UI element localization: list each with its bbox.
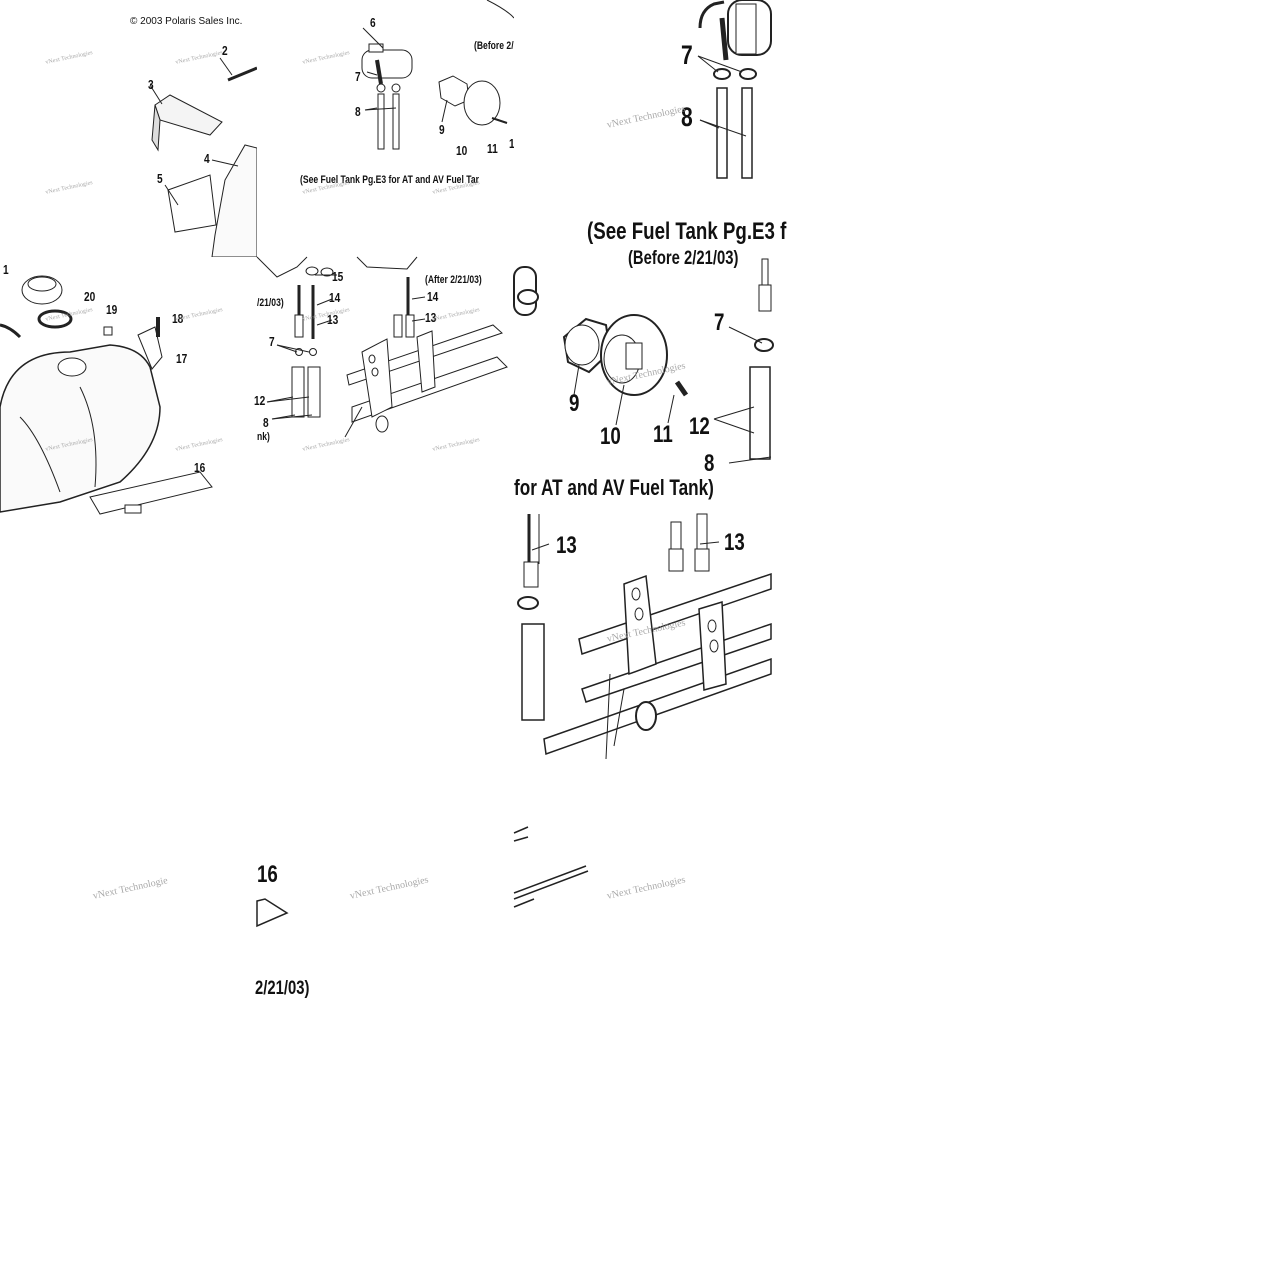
watermark: vNext Technologie [92, 875, 169, 902]
tile-fuel-lines-zoom: 7 8 (See Fuel Tank Pg.E3 f vNext Technol… [514, 0, 786, 257]
see-fuel-tank-note: (See Fuel Tank Pg.E3 for AT and AV Fuel … [300, 174, 479, 186]
callout-5: 5 [157, 171, 163, 186]
copyright-text: © 2003 Polaris Sales Inc. [130, 16, 243, 27]
tile-bottom-right: vNext Technologies [513, 771, 771, 1028]
parts-illustration-d [0, 275, 213, 515]
see-fuel-tank-note-large: (See Fuel Tank Pg.E3 f [587, 218, 787, 245]
tile-fuel-tank: 1 20 19 18 17 16 vNext Technologies vNex… [0, 257, 257, 515]
callout-14: 14 [329, 290, 341, 305]
tile-fuel-pump-top: 6 7 8 9 10 11 1 (Before 2/ (See Fuel Tan… [257, 0, 515, 257]
callout-8-large: 8 [704, 450, 715, 477]
tile-frame-fittings: 15 14 13 14 13 7 12 8 (After 2/21/03) /2… [254, 256, 514, 514]
parts-illustration-a [149, 57, 258, 258]
parts-illustration-c [697, 0, 772, 179]
before-tail-note: /21/03) [257, 297, 284, 309]
callout-8: 8 [355, 104, 361, 119]
tile-bottom-left: vNext Technologie [0, 771, 257, 1028]
see-fuel-tank-tail-large: for AT and AV Fuel Tank) [514, 475, 714, 500]
callout-7-large: 7 [681, 40, 693, 70]
callout-17: 17 [176, 351, 188, 366]
callout-4: 4 [204, 151, 210, 166]
callout-15: 15 [332, 269, 344, 284]
callout-2: 2 [222, 43, 228, 58]
parts-illustration-j [513, 826, 589, 908]
callout-9: 9 [439, 122, 445, 137]
callout-19: 19 [106, 302, 118, 317]
callout-1: 1 [3, 262, 9, 277]
after-note: (After 2/21/03) [425, 274, 482, 286]
callout-11: 11 [487, 141, 498, 156]
parts-illustration-i [256, 898, 289, 928]
callout-6: 6 [370, 15, 376, 30]
callout-8: 8 [263, 415, 269, 430]
callout-14-after: 14 [427, 289, 439, 304]
callout-3: 3 [148, 77, 154, 92]
callout-16-large: 16 [257, 861, 278, 888]
callout-7: 7 [355, 69, 361, 84]
callout-7-large: 7 [714, 309, 725, 336]
callout-10: 10 [456, 143, 468, 158]
nk-tail-note: nk) [257, 431, 270, 443]
before-note: (Before 2/ [474, 40, 514, 52]
callout-8-large: 8 [681, 102, 693, 132]
tile-bulkhead-zoom: 7 9 10 11 12 8 (Before 2/21/03) for AT a… [513, 248, 774, 514]
callout-13-large: 13 [556, 532, 577, 559]
before-tail-large: 2/21/03) [255, 978, 310, 999]
callout-16: 16 [194, 460, 206, 475]
callout-9-large: 9 [569, 390, 580, 417]
parts-illustration-e [256, 256, 508, 438]
callout-7: 7 [269, 334, 275, 349]
parts-illustration-b [361, 0, 515, 150]
callout-13-large-after: 13 [724, 529, 745, 556]
callout-20: 20 [84, 289, 96, 304]
callout-11-large: 11 [653, 421, 673, 448]
parts-illustration-f [513, 258, 774, 464]
tile-bottom-middle: 16 2/21/03) vNext Technologies [255, 771, 514, 1028]
parts-illustration-g [517, 513, 772, 760]
callout-13: 13 [327, 312, 339, 327]
callout-10-large: 10 [600, 423, 621, 450]
callout-12-large: 12 [689, 413, 710, 440]
callout-18: 18 [172, 311, 184, 326]
callout-13-after: 13 [425, 310, 437, 325]
before-note-large: (Before 2/21/03) [628, 248, 739, 269]
callout-1-partial: 1 [509, 136, 515, 151]
tile-frame-zoom: 13 13 vNext Technologies [514, 513, 772, 771]
callout-12: 12 [254, 393, 266, 408]
tile-overview-top-left: © 2003 Polaris Sales Inc. 2 3 4 5 vNext … [0, 0, 258, 258]
